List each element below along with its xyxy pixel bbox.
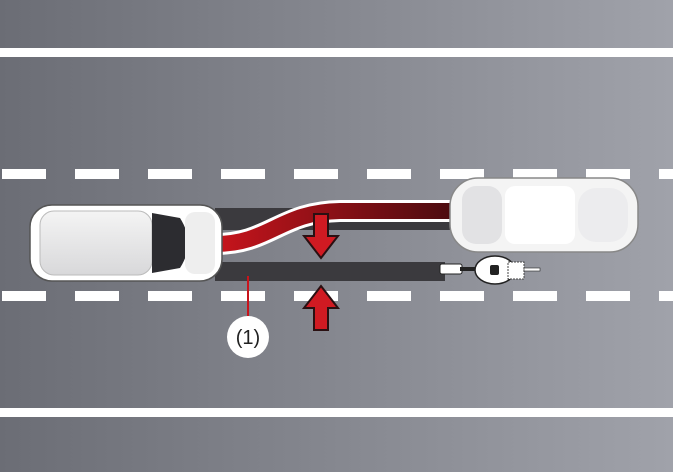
lane-markings [2, 169, 673, 301]
target-vehicle [449, 177, 639, 253]
lane-dash [586, 291, 630, 301]
lane-dash [294, 169, 338, 179]
lane-dash [513, 169, 557, 179]
lane-dash [586, 169, 630, 179]
warning-arrow-down-icon [301, 213, 341, 260]
motorcycle [439, 255, 541, 285]
lane-dash [148, 169, 192, 179]
lane-dash [148, 291, 192, 301]
lane-dash [659, 291, 673, 301]
vehicle-path-lower [215, 262, 445, 281]
road-edge-top [0, 48, 673, 57]
lane-dash [221, 169, 265, 179]
warning-arrow-up-icon [301, 284, 341, 331]
own-vehicle [29, 204, 223, 282]
lane-dash [2, 169, 46, 179]
lane-dash [2, 291, 46, 301]
lane-dash [75, 291, 119, 301]
callout-circle [227, 316, 269, 358]
lane-dash [440, 291, 484, 301]
lane-dash [367, 169, 411, 179]
lane-dash [367, 291, 411, 301]
lane-dash [513, 291, 557, 301]
callout-label: (1) [236, 327, 260, 349]
lane-dash [221, 291, 265, 301]
lane-dash [440, 169, 484, 179]
lane-dash [659, 169, 673, 179]
lane-dash [75, 169, 119, 179]
road-edge-bottom [0, 408, 673, 417]
